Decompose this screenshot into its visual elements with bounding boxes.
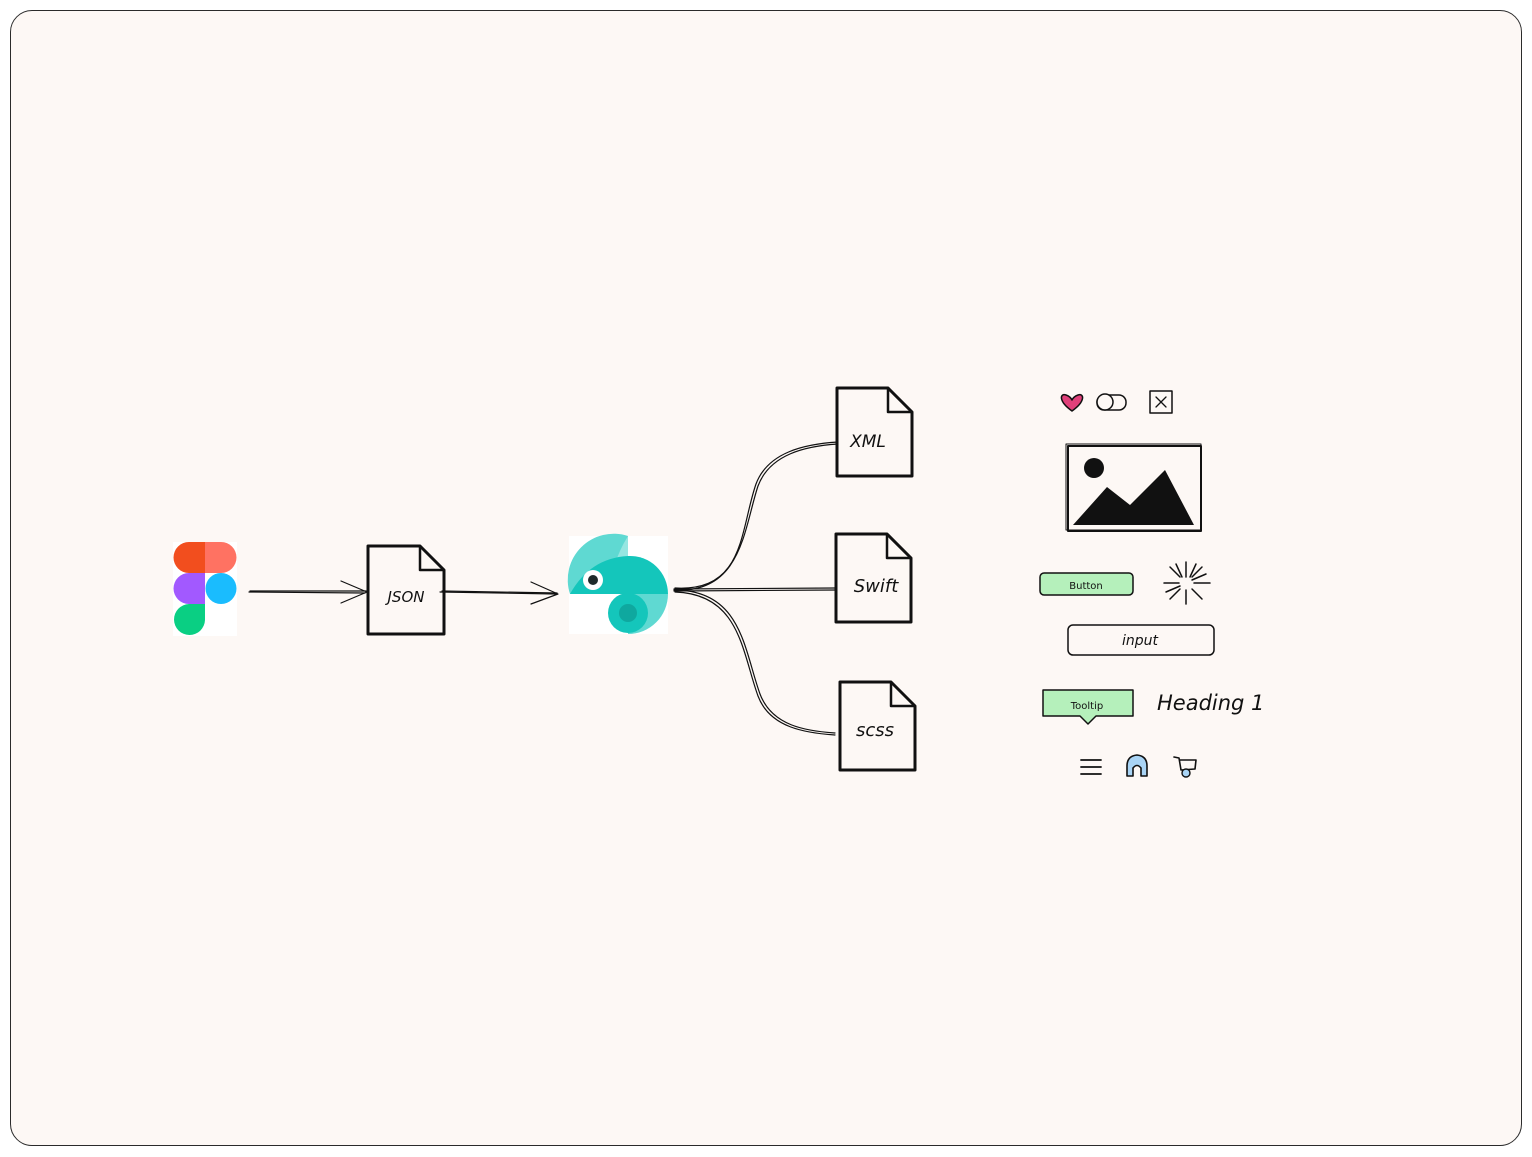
close-box-icon bbox=[1149, 390, 1173, 414]
xml-file-label: XML bbox=[849, 432, 886, 452]
xml-file-icon: XML bbox=[835, 386, 914, 478]
chameleon-logo-icon bbox=[567, 533, 669, 634]
json-file-icon: JSON bbox=[366, 544, 446, 636]
sketch-tooltip: Tooltip bbox=[1042, 689, 1134, 725]
connector-to-swift bbox=[673, 587, 837, 592]
toggle-icon bbox=[1096, 393, 1127, 411]
heart-icon bbox=[1060, 393, 1084, 412]
spinner-icon bbox=[1163, 561, 1211, 605]
json-file-label: JSON bbox=[385, 588, 425, 606]
arrow-figma-to-json bbox=[248, 580, 368, 604]
sketch-input-label: input bbox=[1122, 633, 1159, 649]
sketch-button: Button bbox=[1039, 572, 1134, 596]
menu-icon bbox=[1080, 759, 1102, 775]
connector-to-xml bbox=[673, 441, 839, 591]
cart-icon bbox=[1173, 756, 1197, 778]
swift-file-icon: Swift bbox=[834, 532, 913, 624]
swift-file-label: Swift bbox=[854, 576, 899, 597]
scss-file-icon: scss bbox=[838, 680, 917, 772]
connector-to-scss bbox=[673, 589, 836, 736]
sketch-button-label: Button bbox=[1069, 581, 1103, 592]
sketch-heading: Heading 1 bbox=[1157, 691, 1264, 715]
home-icon bbox=[1126, 754, 1148, 777]
sketch-tooltip-label: Tooltip bbox=[1070, 701, 1103, 712]
sketch-input: input bbox=[1067, 624, 1215, 656]
scss-file-label: scss bbox=[856, 720, 894, 741]
whiteboard-frame bbox=[10, 10, 1522, 1146]
image-placeholder-icon bbox=[1065, 443, 1202, 532]
arrow-json-to-chameleon bbox=[439, 581, 559, 605]
figma-logo-icon bbox=[173, 542, 237, 636]
